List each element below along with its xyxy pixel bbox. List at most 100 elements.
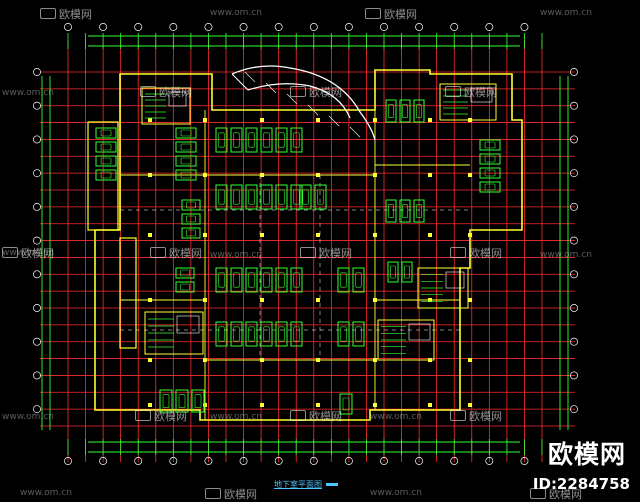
parking-stall	[175, 169, 197, 181]
side-room-wall	[87, 121, 119, 231]
axis-bubble-bottom	[134, 457, 143, 465]
axis-bubble-right	[570, 169, 578, 178]
car-outline	[278, 189, 285, 205]
parking-stall	[352, 267, 365, 293]
car-outline	[317, 189, 324, 205]
parking-stall	[290, 267, 303, 293]
axis-bubble-bottom	[99, 457, 108, 465]
axis-bubble-bottom	[204, 457, 213, 465]
parking-stall	[399, 99, 411, 123]
parking-stall	[175, 267, 195, 279]
parking-stall	[479, 167, 501, 179]
parking-stall	[352, 321, 365, 347]
car-outline	[218, 189, 225, 205]
axis-bubble-right	[570, 68, 578, 76]
car-outline	[416, 104, 422, 118]
structural-column	[203, 403, 207, 407]
stair-cores	[141, 83, 497, 361]
axis-bubble-bottom	[274, 457, 283, 465]
ramp-hatch	[244, 71, 256, 83]
parking-stall	[245, 321, 258, 347]
structural-column	[260, 233, 264, 237]
parking-stall	[245, 127, 258, 153]
parking-stall	[275, 321, 288, 347]
axis-bubble-bottom	[380, 457, 388, 465]
structural-column	[316, 233, 320, 237]
parking-stall	[339, 393, 353, 415]
car-outline	[278, 132, 285, 148]
drawing-title-bar	[326, 483, 338, 486]
house-logo-icon	[450, 410, 466, 421]
house-logo-icon	[365, 8, 381, 19]
car-outline	[186, 215, 196, 223]
house-logo-icon	[300, 247, 316, 258]
house-logo-icon	[150, 247, 166, 258]
axis-bubble-top	[344, 23, 353, 31]
car-outline	[180, 143, 192, 151]
parking-stall	[275, 127, 288, 153]
structural-column	[373, 358, 377, 362]
structural-column	[428, 403, 432, 407]
car-outline	[404, 265, 410, 279]
brand-logo-text: 欧模网	[547, 440, 626, 469]
car-outline	[293, 189, 300, 205]
watermark-logo: 欧模网	[135, 408, 187, 424]
parking-stall	[260, 267, 273, 293]
axis-bubble-left	[33, 270, 41, 279]
structural-column	[203, 298, 207, 302]
structural-column	[260, 403, 264, 407]
parking-stall	[175, 155, 197, 167]
structural-column	[468, 173, 472, 177]
car-outline	[293, 132, 300, 148]
parking-stall	[401, 261, 413, 283]
outer-wall	[94, 69, 523, 421]
axis-bubble-bottom	[239, 457, 248, 465]
corridor-wall	[119, 237, 137, 349]
car-outline	[484, 183, 496, 191]
axis-bubble-right	[570, 202, 578, 211]
axis-bubble-top	[134, 23, 143, 31]
car-outline	[388, 204, 394, 218]
watermark-url: www.om.cn	[2, 412, 54, 422]
car-outline	[248, 132, 255, 148]
parking-stall	[387, 261, 399, 283]
watermark-url: www.om.cn	[210, 412, 262, 422]
car-outline	[180, 157, 192, 165]
parking-stall	[290, 127, 303, 153]
ramp-entry	[231, 73, 249, 91]
axis-bubble-right	[570, 135, 578, 144]
elevator-shaft	[176, 315, 200, 334]
car-outline	[162, 394, 170, 408]
axis-bubble-left	[33, 101, 41, 110]
watermark-url: www.om.cn	[2, 248, 54, 258]
structural-column	[468, 358, 472, 362]
car-outline	[340, 272, 347, 288]
parking-stall	[275, 267, 288, 293]
axis-bubble-bottom	[169, 457, 178, 465]
axis-bubble-top	[99, 23, 108, 31]
parking-stall	[260, 321, 273, 347]
house-logo-icon	[290, 410, 306, 421]
axis-bubble-top	[274, 23, 283, 31]
axis-bubble-bottom	[415, 457, 424, 465]
axis-bubble-top	[204, 23, 213, 31]
car-outline	[263, 272, 270, 288]
watermark-url: www.om.cn	[210, 250, 262, 260]
axis-bubble-top	[239, 23, 248, 31]
structural-column	[316, 358, 320, 362]
axis-bubble-top	[380, 23, 388, 31]
house-logo-icon	[445, 86, 461, 97]
house-logo-icon	[40, 8, 56, 19]
structural-column	[428, 173, 432, 177]
car-outline	[100, 129, 112, 137]
axis-bubble-top	[520, 23, 529, 31]
axis-bubble-left	[33, 236, 41, 245]
parking-stall	[175, 141, 197, 153]
car-outline	[484, 155, 496, 163]
watermark-logo: 欧模网	[150, 245, 202, 261]
axis-bubble-left	[33, 169, 41, 178]
axis-bubble-top	[64, 23, 72, 31]
structural-column	[260, 298, 264, 302]
car-outline	[402, 204, 408, 218]
ramp-edge-inner	[247, 83, 351, 119]
